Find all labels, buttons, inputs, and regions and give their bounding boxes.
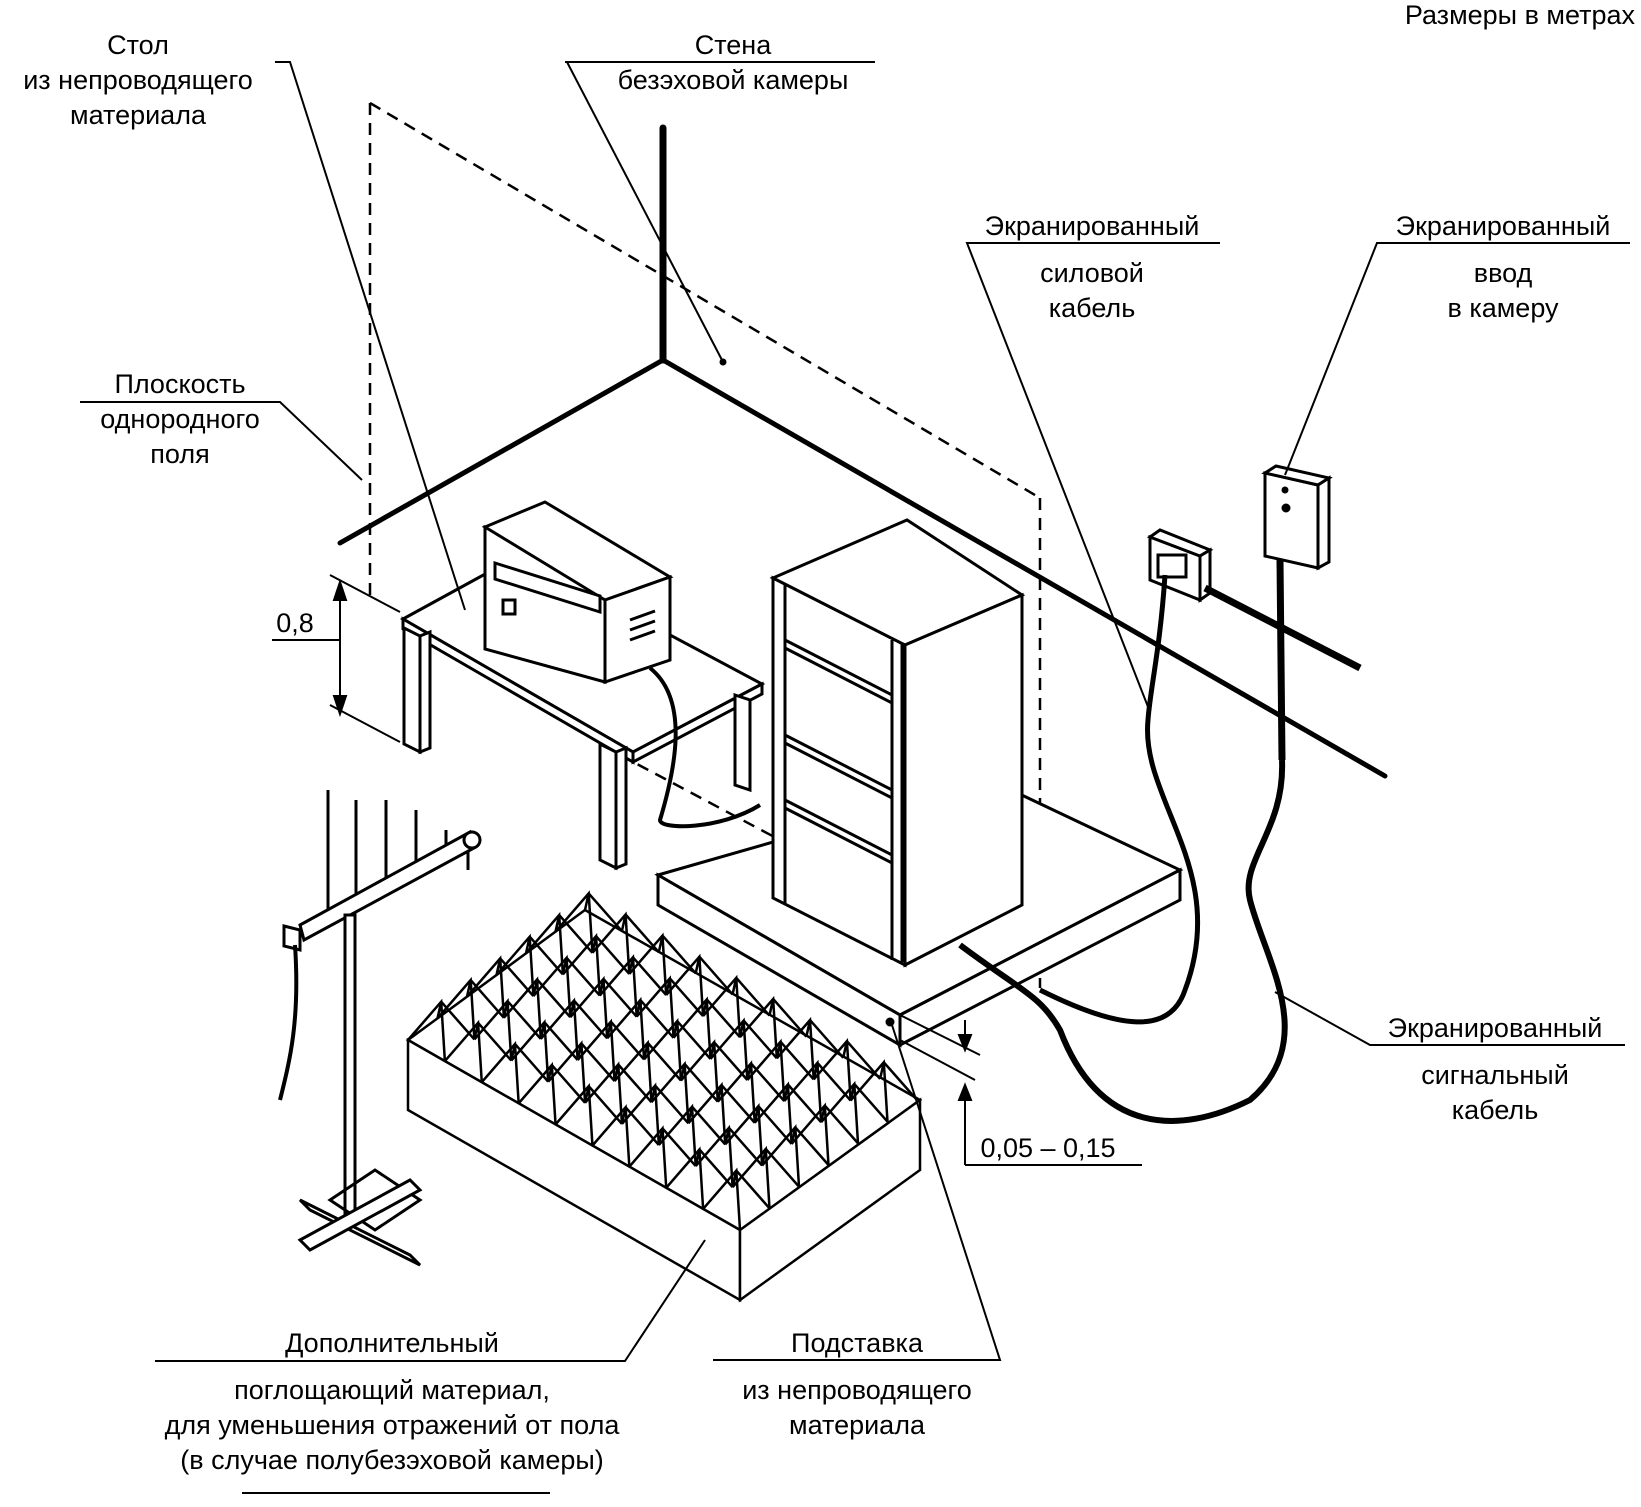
chamber-input: [1261, 464, 1333, 571]
label-plane-line1: Плоскость: [114, 369, 245, 399]
dim-stand-height: [899, 1014, 1142, 1166]
label-power-cable: Экранированный силовой кабель: [985, 211, 1200, 323]
absorber-pyramids: [407, 890, 918, 1231]
label-absorber-line3: для уменьшения отражений от пола: [165, 1410, 621, 1440]
power-socket: [1146, 528, 1214, 603]
label-chamber-input-line3: в камеру: [1447, 293, 1559, 323]
absorber-material: [405, 890, 923, 1303]
chamber-walls: [337, 124, 1388, 779]
label-signal-cable-line1: Экранированный: [1388, 1013, 1603, 1043]
label-signal-cable: Экранированный сигнальный кабель: [1388, 1013, 1603, 1125]
label-stand: Подставка из непроводящего материала: [742, 1328, 972, 1440]
label-chamber-input-line2: ввод: [1474, 258, 1533, 288]
label-absorber: Дополнительный поглощающий материал, для…: [165, 1328, 621, 1475]
floor-edge-left: [337, 357, 666, 546]
label-table-line1: Стол: [107, 30, 169, 60]
label-chamber-input: Экранированный ввод в камеру: [1396, 211, 1611, 323]
label-plane-line2: однородного: [100, 404, 260, 434]
label-stand-line1: Подставка: [791, 1328, 924, 1358]
label-signal-cable-line2: сигнальный: [1421, 1060, 1569, 1090]
label-power-cable-line2: силовой: [1040, 258, 1144, 288]
socket-pipe: [1203, 584, 1362, 672]
label-wall-line2: безэховой камеры: [618, 65, 849, 95]
label-stand-line3: материала: [789, 1410, 926, 1440]
label-absorber-line1: Дополнительный: [285, 1328, 499, 1358]
label-table: Стол из непроводящего материала: [23, 30, 253, 130]
absorber-pyramid: [849, 1059, 918, 1122]
label-power-cable-line3: кабель: [1049, 293, 1136, 323]
label-table-line3: материала: [70, 100, 207, 130]
eut-box: [481, 500, 674, 685]
label-signal-cable-line3: кабель: [1452, 1095, 1539, 1125]
leader-lines: [80, 61, 1630, 1494]
dim-table-height: [272, 574, 401, 743]
log-periodic-antenna: [278, 790, 482, 1267]
power-cable: [1038, 574, 1201, 1025]
label-absorber-line4: (в случае полубезэховой камеры): [180, 1445, 604, 1475]
signal-cable: [958, 759, 1288, 1124]
input-pipe: [1276, 559, 1286, 761]
floor-edge-right: [660, 357, 1388, 779]
label-absorber-line2: поглощающий материал,: [234, 1375, 550, 1405]
units-note: Размеры в метрах: [1405, 0, 1636, 30]
dim-stand-height-label: 0,05 – 0,15: [980, 1133, 1115, 1163]
label-wall-line1: Стена: [695, 30, 772, 60]
label-power-cable-line1: Экранированный: [985, 211, 1200, 241]
label-plane: Плоскость однородного поля: [100, 369, 260, 469]
dim-table-height-label: 0,8: [276, 608, 314, 638]
label-table-line2: из непроводящего: [23, 65, 253, 95]
equipment-cabinet: [769, 518, 1026, 968]
label-plane-line3: поля: [150, 439, 209, 469]
label-wall: Стена безэховой камеры: [618, 30, 849, 95]
eut-cable: [648, 666, 762, 829]
label-chamber-input-line1: Экранированный: [1396, 211, 1611, 241]
label-stand-line2: из непроводящего: [742, 1375, 972, 1405]
